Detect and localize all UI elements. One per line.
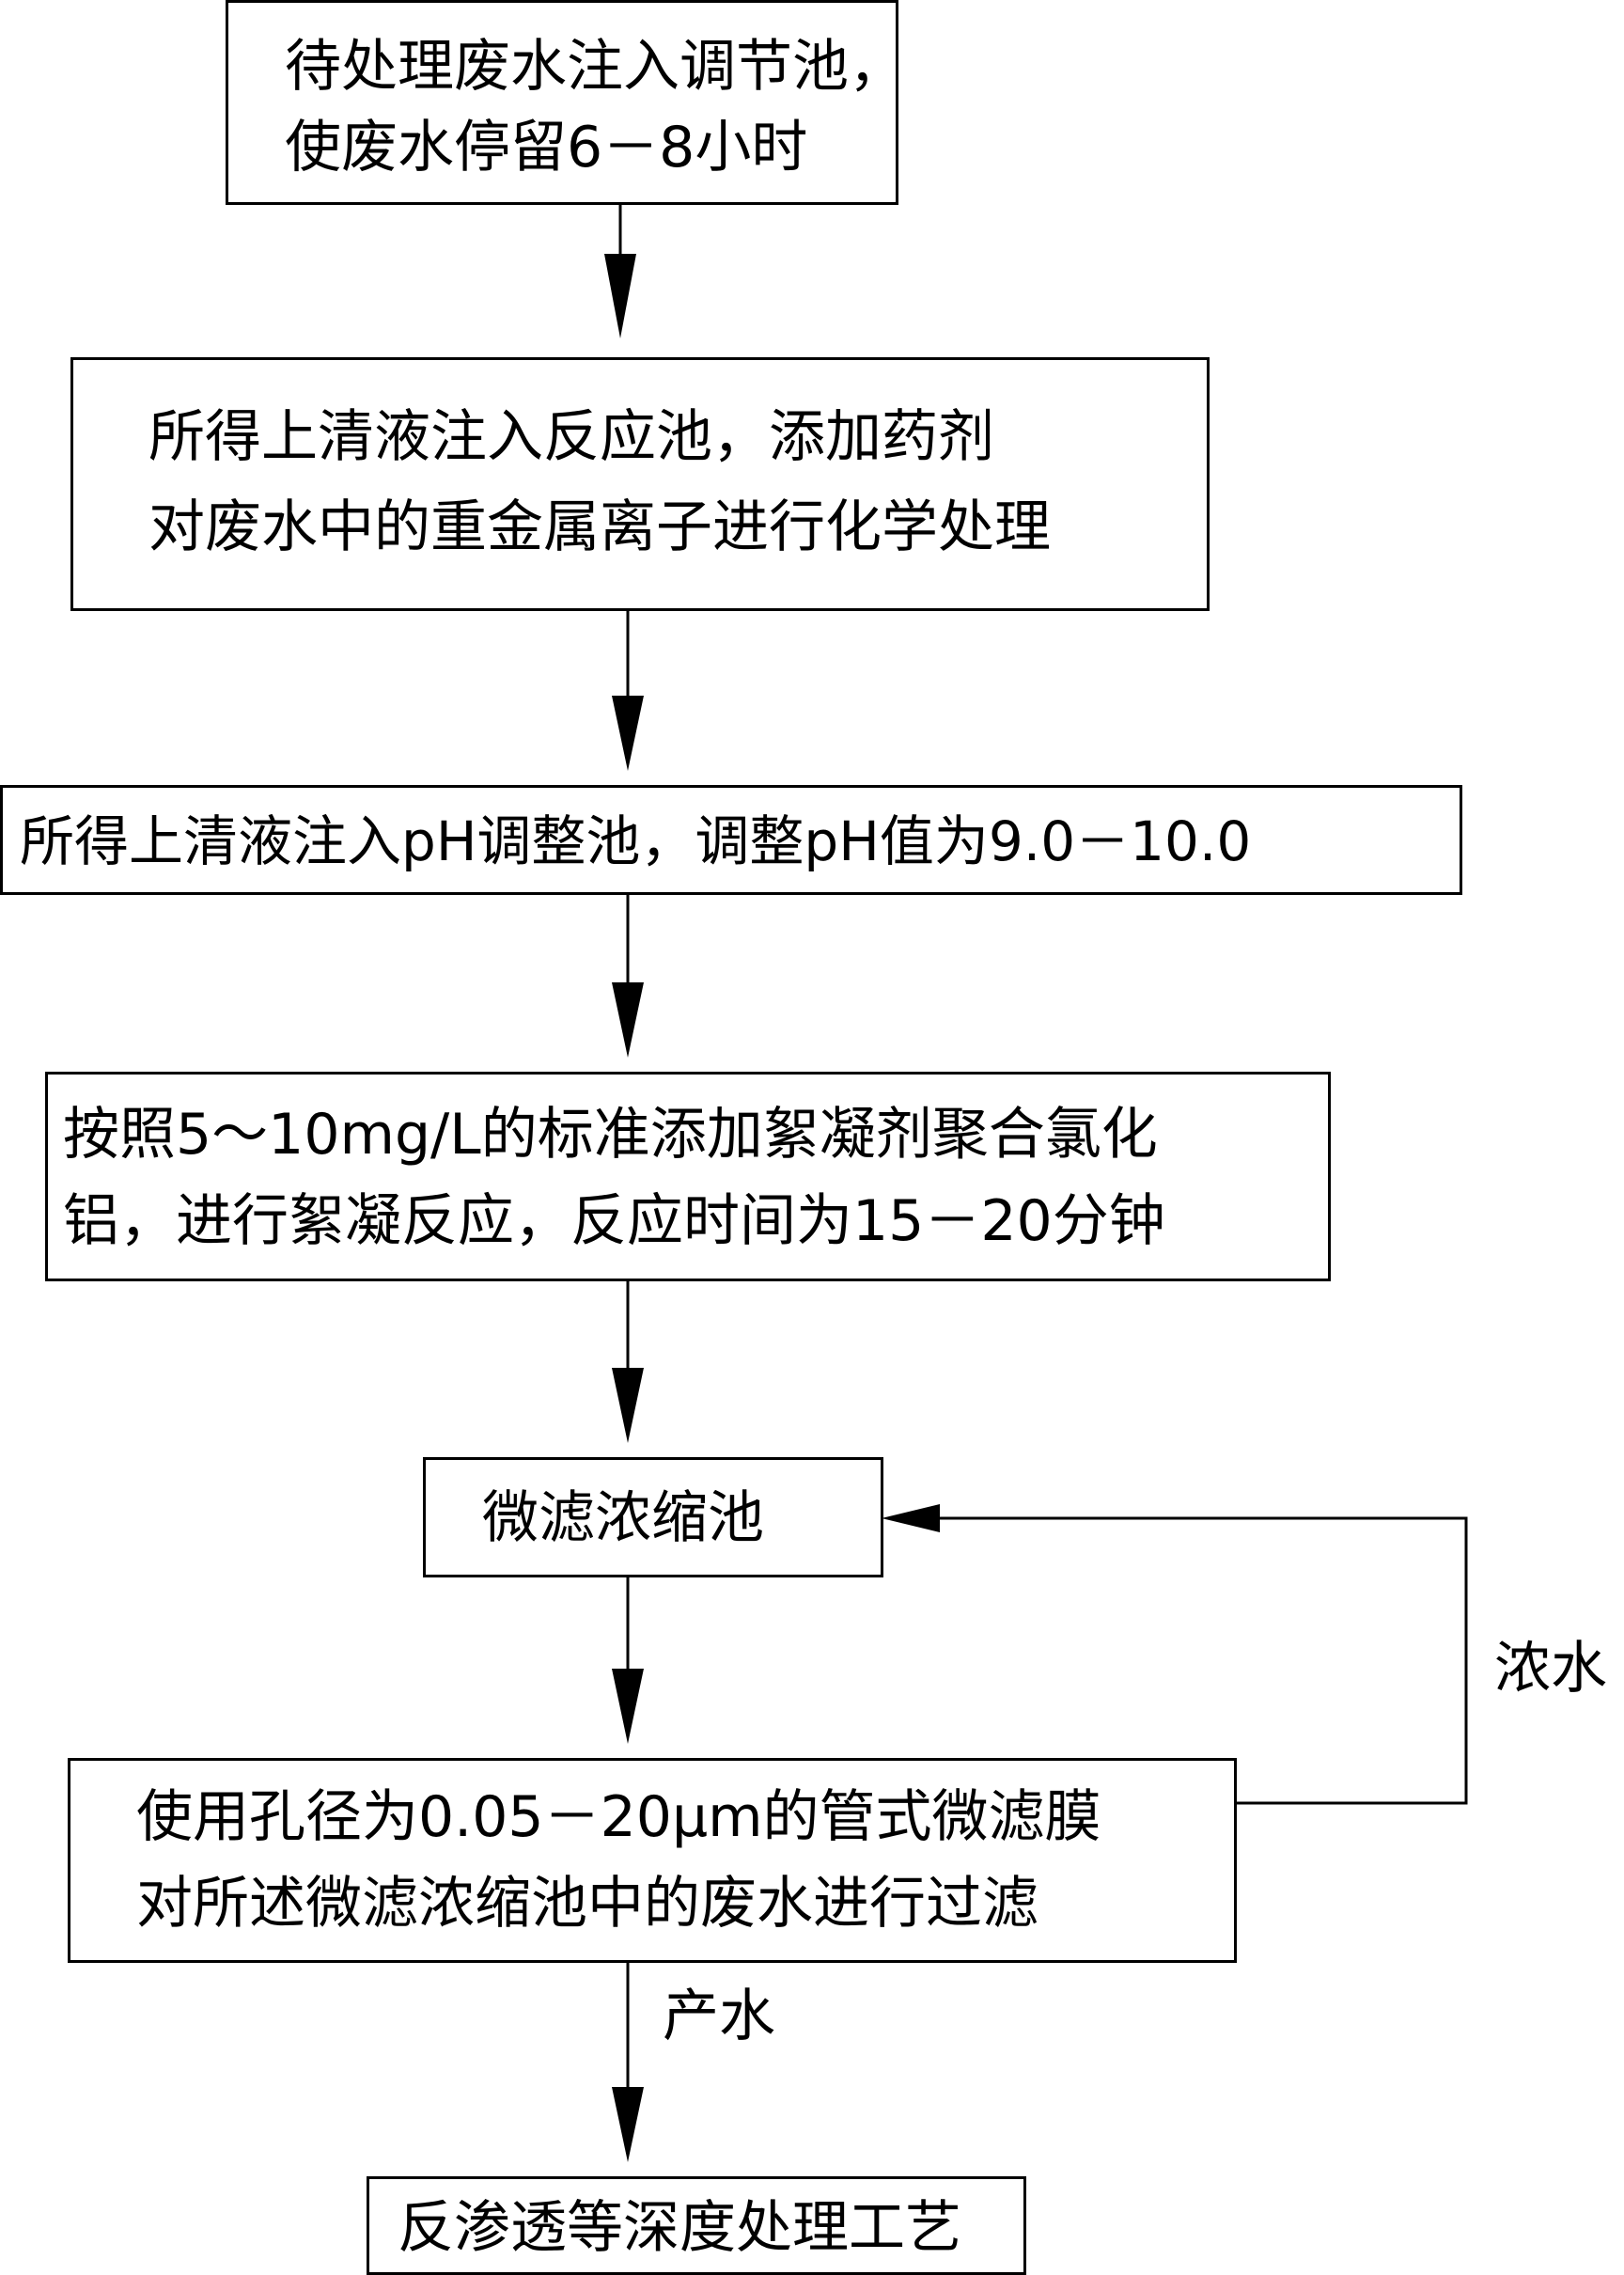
step-1-line-2: 使废水停留6－8小时: [285, 115, 808, 180]
arrowhead-step3: [612, 696, 644, 771]
step-1-line-1: 待处理废水注入调节池，: [285, 34, 905, 100]
step-6-line-1: 使用孔径为0.05－20μm的管式微滤膜: [136, 1784, 1101, 1850]
step-4-line-2: 铝，进行絮凝反应，反应时间为15－20分钟: [63, 1188, 1165, 1254]
concentrate-label: 浓水: [1494, 1636, 1607, 1702]
arrowhead-step6: [612, 1669, 644, 1744]
step-2-line-1: 所得上清液注入反应池，添加药剂: [148, 404, 994, 470]
arrowhead-step4: [612, 982, 644, 1058]
step-3-line-1: 所得上清液注入pH调整池，调整pH值为9.0－10.0: [20, 809, 1252, 873]
arrowhead-step2: [604, 254, 636, 338]
step-5-line-1: 微滤浓缩池: [482, 1485, 764, 1551]
step-7-line-1: 反渗透等深度处理工艺: [398, 2195, 961, 2261]
step-4-box: 按照5～10mg/L的标准添加絮凝剂聚合氯化 铝，进行絮凝反应，反应时间为15－…: [45, 1072, 1331, 1281]
step-6-box: 使用孔径为0.05－20μm的管式微滤膜 对所述微滤浓缩池中的废水进行过滤: [68, 1758, 1237, 1963]
step-5-box: 微滤浓缩池: [423, 1457, 883, 1577]
step-6-line-2: 对所述微滤浓缩池中的废水进行过滤: [136, 1871, 1038, 1937]
step-2-box: 所得上清液注入反应池，添加药剂 对废水中的重金属离子进行化学处理: [70, 357, 1210, 611]
step-1-box: 待处理废水注入调节池， 使废水停留6－8小时: [226, 0, 905, 205]
step-3-box: 所得上清液注入pH调整池，调整pH值为9.0－10.0: [0, 785, 1462, 895]
step-4-line-1: 按照5～10mg/L的标准添加絮凝剂聚合氯化: [63, 1102, 1158, 1168]
arrowhead-step5: [612, 1368, 644, 1443]
arrowhead-step7: [612, 2087, 644, 2162]
product-label: 产水: [663, 1984, 775, 2049]
step-2-line-2: 对废水中的重金属离子进行化学处理: [148, 494, 1051, 560]
arrowhead-recycle: [882, 1504, 940, 1532]
step-7-box: 反渗透等深度处理工艺: [367, 2176, 1026, 2275]
recycle-loop-line: [940, 1516, 1468, 1805]
